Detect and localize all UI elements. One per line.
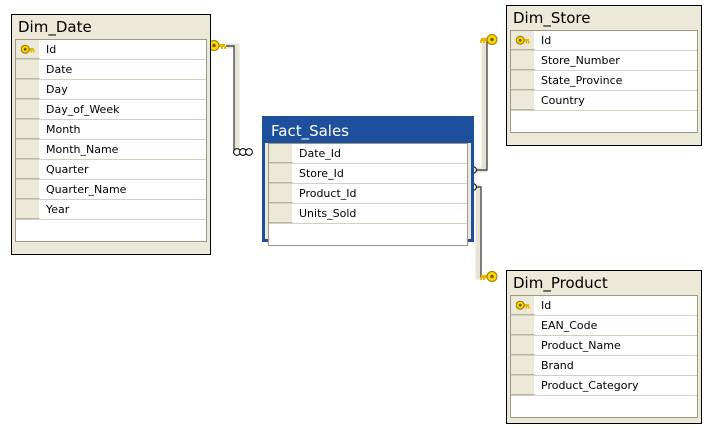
column-name: Store_Number	[541, 54, 620, 67]
column-name: Country	[541, 94, 585, 107]
column-name: Month_Name	[46, 143, 119, 156]
column-name	[535, 396, 697, 417]
connector-dim-store-fact-sales[interactable]	[473, 37, 497, 173]
column-row-blank[interactable]	[511, 111, 697, 132]
row-selector[interactable]	[16, 220, 40, 241]
column-name: Id	[46, 43, 57, 56]
column-name: EAN_Code	[541, 319, 598, 332]
column-name: Product_Id	[299, 187, 357, 200]
column-row[interactable]: Units_Sold	[269, 204, 467, 224]
column-row[interactable]: EAN_Code	[511, 316, 697, 336]
column-row[interactable]: Product_Category	[511, 376, 697, 396]
row-selector[interactable]	[511, 376, 535, 395]
entity-title-fact-sales: Fact_Sales	[265, 119, 471, 143]
column-name: Product_Category	[541, 379, 639, 392]
row-selector-key[interactable]	[16, 40, 40, 59]
column-row[interactable]: Month	[16, 120, 206, 140]
column-name: Year	[46, 203, 70, 216]
column-name	[293, 224, 467, 245]
column-row[interactable]: Store_Number	[511, 51, 697, 71]
column-row[interactable]: State_Province	[511, 71, 697, 91]
column-row-blank[interactable]	[269, 224, 467, 245]
column-row-blank[interactable]	[511, 396, 697, 417]
row-selector[interactable]	[511, 356, 535, 375]
row-selector[interactable]	[16, 200, 40, 219]
column-name: Id	[541, 299, 552, 312]
column-row[interactable]: Product_Id	[269, 184, 467, 204]
row-selector[interactable]	[16, 120, 40, 139]
column-row[interactable]: Day_of_Week	[16, 100, 206, 120]
relationship-key-icon-dim-date	[208, 40, 227, 51]
entity-title-dim-product: Dim_Product	[513, 274, 608, 292]
row-selector[interactable]	[16, 180, 40, 199]
column-name: Date_Id	[299, 147, 342, 160]
row-selector-key[interactable]	[511, 296, 535, 315]
relationship-many-icon-fact-date	[233, 148, 253, 156]
column-name: Date	[46, 63, 73, 76]
row-selector[interactable]	[511, 396, 535, 417]
column-name: Day_of_Week	[46, 103, 120, 116]
row-selector[interactable]	[269, 204, 293, 223]
column-row[interactable]: Day	[16, 80, 206, 100]
column-name: Quarter_Name	[46, 183, 127, 196]
column-row[interactable]: Quarter_Name	[16, 180, 206, 200]
row-selector[interactable]	[511, 336, 535, 355]
row-selector[interactable]	[16, 140, 40, 159]
entity-title-dim-date: Dim_Date	[18, 18, 92, 36]
row-selector[interactable]	[16, 60, 40, 79]
primary-key-icon	[516, 300, 530, 310]
row-selector[interactable]	[269, 164, 293, 183]
column-name	[40, 220, 206, 241]
row-selector[interactable]	[269, 144, 293, 163]
row-selector[interactable]	[269, 224, 293, 245]
column-name: Brand	[541, 359, 574, 372]
primary-key-icon	[21, 44, 35, 54]
column-name: Id	[541, 34, 552, 47]
column-row[interactable]: Product_Name	[511, 336, 697, 356]
row-selector-key[interactable]	[511, 31, 535, 50]
row-selector[interactable]	[511, 91, 535, 110]
column-row[interactable]: Country	[511, 91, 697, 111]
entity-title-dim-store: Dim_Store	[513, 9, 591, 27]
connector-dim-product-fact-sales[interactable]	[473, 184, 497, 280]
row-selector[interactable]	[511, 111, 535, 132]
column-row[interactable]: Id	[511, 296, 697, 316]
column-row[interactable]: Brand	[511, 356, 697, 376]
column-row[interactable]: Id	[511, 31, 697, 51]
column-name: Day	[46, 83, 68, 96]
column-row[interactable]: Quarter	[16, 160, 206, 180]
column-name: Units_Sold	[299, 207, 357, 220]
row-selector[interactable]	[269, 184, 293, 203]
column-name: Month	[46, 123, 81, 136]
primary-key-icon	[516, 35, 530, 45]
column-name: State_Province	[541, 74, 623, 87]
column-row-blank[interactable]	[16, 220, 206, 241]
row-selector[interactable]	[511, 71, 535, 90]
relationship-key-icon-dim-product	[479, 271, 498, 282]
row-selector[interactable]	[511, 51, 535, 70]
column-name: Quarter	[46, 163, 89, 176]
connector-dim-date-fact-sales[interactable]	[226, 43, 248, 155]
column-row[interactable]: Store_Id	[269, 164, 467, 184]
row-selector[interactable]	[511, 316, 535, 335]
column-name	[535, 111, 697, 132]
row-selector[interactable]	[16, 80, 40, 99]
row-selector[interactable]	[16, 160, 40, 179]
column-name: Store_Id	[299, 167, 344, 180]
row-selector[interactable]	[16, 100, 40, 119]
column-row[interactable]: Date	[16, 60, 206, 80]
column-row[interactable]: Date_Id	[269, 144, 467, 164]
column-row[interactable]: Year	[16, 200, 206, 220]
column-name: Product_Name	[541, 339, 621, 352]
column-row[interactable]: Month_Name	[16, 140, 206, 160]
column-row[interactable]: Id	[16, 40, 206, 60]
